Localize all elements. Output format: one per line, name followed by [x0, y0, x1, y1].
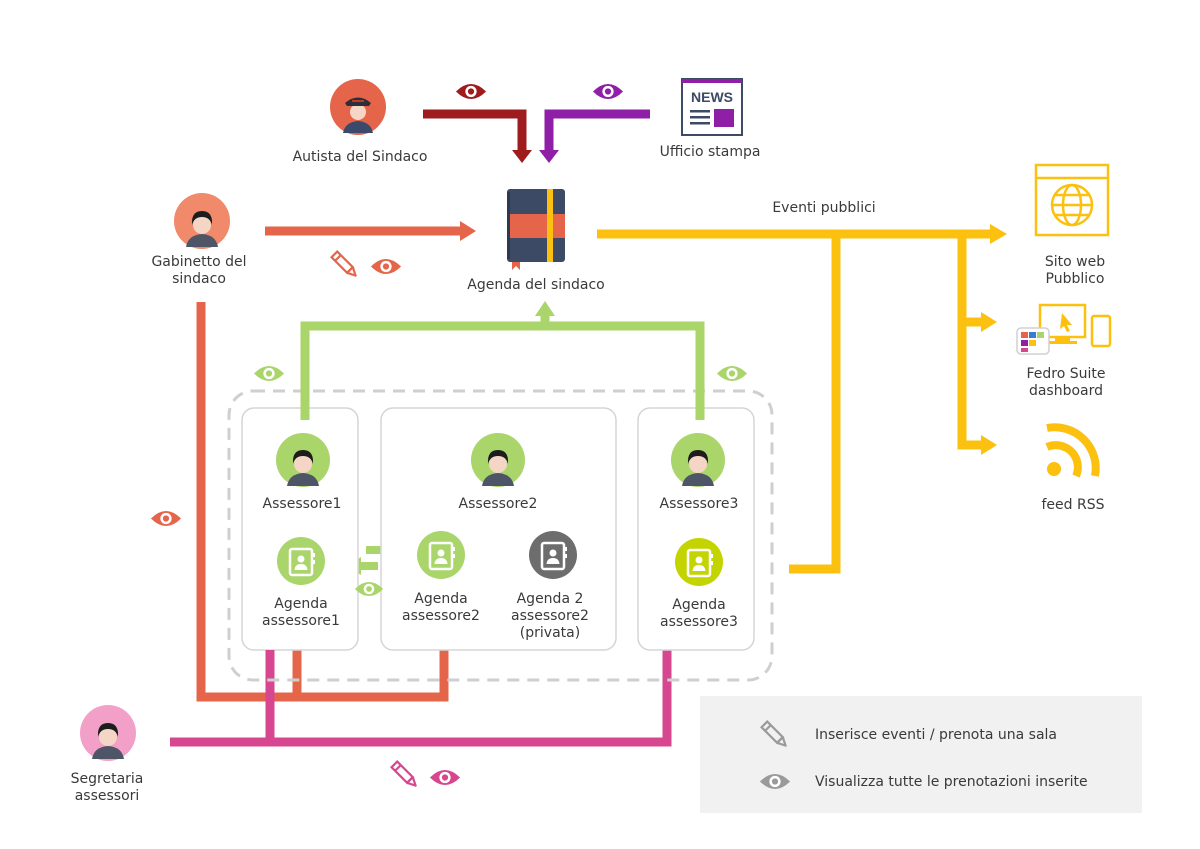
autista-connector	[423, 109, 527, 150]
news-icon: NEWS	[681, 78, 743, 136]
assessore3-eye-icon	[716, 365, 748, 382]
yellow-branch-line	[957, 234, 982, 450]
autista-arrowhead	[512, 150, 532, 163]
assessore2-avatar	[471, 433, 525, 487]
ufficio-stampa-label: Ufficio stampa	[659, 144, 761, 160]
gabinetto-pencil-icon	[330, 250, 360, 280]
yellow-arrowhead-fedro	[981, 312, 997, 332]
gabinetto-down-eye-icon	[150, 510, 182, 527]
sito-web-label: Sito web Pubblico	[1044, 254, 1106, 287]
agenda-assessore3-label: Agenda assessore3	[660, 597, 738, 630]
yellow-arrowhead-sito	[990, 224, 1007, 244]
agenda-sindaco-book-icon	[507, 189, 565, 270]
eventi-pubblici-label: Eventi pubblici	[772, 200, 876, 216]
agenda-assessore1-icon	[277, 537, 325, 585]
legend-panel	[700, 696, 1142, 813]
gabinetto-to-agenda-arrowhead	[460, 221, 476, 241]
assessori-to-agenda-line	[300, 321, 705, 420]
ufficio-arrowhead	[539, 150, 559, 163]
autista-label: Autista del Sindaco	[292, 149, 428, 165]
fedro-label: Fedro Suite dashboard	[1026, 366, 1106, 399]
assessore2-label: Assessore2	[458, 496, 538, 512]
assessore3-avatar	[671, 433, 725, 487]
assessore1-avatar	[276, 433, 330, 487]
segretaria-eye-icon	[429, 769, 461, 786]
assessore3-label: Assessore3	[659, 496, 739, 512]
globe-browser-icon	[1034, 163, 1110, 237]
agenda-assessore1-label: Agenda assessore1	[262, 596, 340, 629]
segretaria-pencil-icon	[390, 760, 420, 790]
agenda-assessore2-label: Agenda assessore2	[402, 591, 480, 624]
agenda-sindaco-label: Agenda del sindaco	[467, 277, 605, 293]
legend-view-label: Visualizza tutte le prenotazioni inserit…	[815, 774, 1088, 790]
ufficio-view-eye-icon	[592, 83, 624, 100]
exchange-eye-icon	[354, 581, 384, 597]
agenda-assessore3-icon	[675, 538, 723, 586]
autista-avatar	[330, 79, 386, 135]
autista-view-eye-icon	[455, 83, 487, 100]
yellow-arrowhead-rss	[981, 435, 997, 455]
agenda2-privata-label: Agenda 2 assessore2 (privata)	[511, 591, 589, 641]
assessore1-box	[241, 407, 359, 651]
assessore3-to-eventi-line	[789, 234, 841, 574]
gabinetto-down-line	[196, 302, 449, 702]
ufficio-connector	[544, 109, 650, 150]
rss-label: feed RSS	[1041, 497, 1105, 513]
legend-pencil-icon	[760, 720, 790, 750]
agenda2-privata-icon	[529, 531, 577, 579]
assessore1-eye-icon	[253, 365, 285, 382]
green-arrowhead	[535, 301, 555, 316]
gabinetto-eye-icon	[370, 258, 402, 275]
assessore2-box	[380, 407, 617, 651]
gabinetto-label: Gabinetto del sindaco	[151, 254, 247, 287]
rss-icon	[1045, 423, 1100, 478]
legend-eye-icon	[759, 773, 791, 790]
legend-insert-label: Inserisce eventi / prenota una sala	[815, 727, 1058, 743]
assessore1-label: Assessore1	[262, 496, 342, 512]
gabinetto-avatar	[174, 193, 230, 249]
assessori-group	[227, 389, 774, 682]
svg-text:NEWS: NEWS	[691, 89, 733, 105]
segretaria-label: Segretaria assessori	[70, 771, 144, 804]
devices-icon	[1016, 303, 1112, 355]
segretaria-avatar	[80, 705, 136, 761]
agenda-assessore2-icon	[417, 531, 465, 579]
